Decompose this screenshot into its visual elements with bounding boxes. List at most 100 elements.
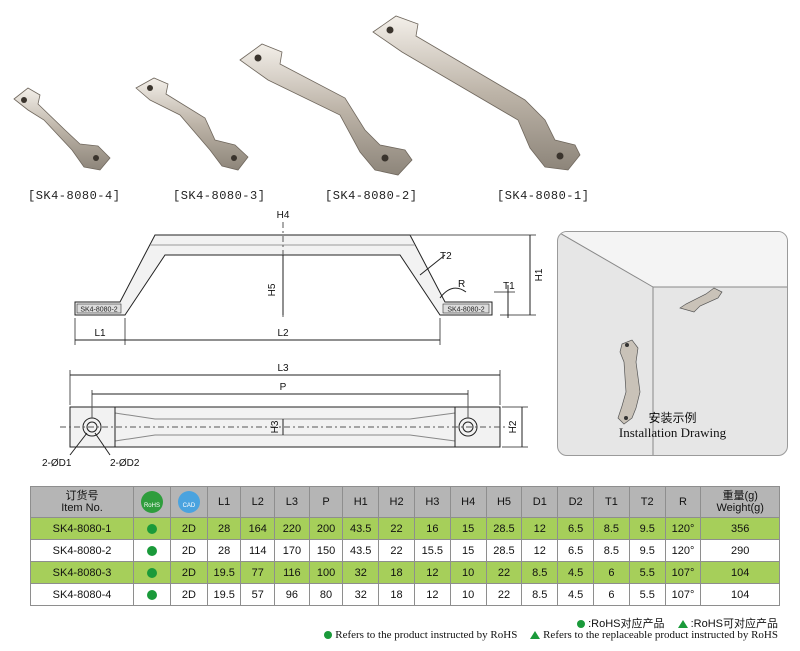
weight: 356	[700, 517, 780, 540]
dim-label-h2: H2	[508, 420, 519, 433]
cell: 77	[240, 561, 276, 584]
header-weight: 重量(g) Weight(g)	[700, 486, 780, 518]
engraving-plate	[442, 303, 490, 314]
table-row: SK4-8080-4 2D 19.5 57 96 80 32 18 12 10 …	[30, 583, 780, 606]
cell: 10	[449, 561, 487, 584]
cell: 96	[274, 583, 310, 606]
cell: 8.5	[521, 561, 559, 584]
legend-cn-tri: :RoHS可对应产品	[690, 618, 778, 630]
dim-label-h4: H4	[277, 210, 290, 221]
legend-en: Refers to the product instructed by RoHS…	[324, 629, 778, 641]
rohs-dot-icon	[146, 567, 157, 578]
rohs-dot-icon	[324, 631, 333, 640]
header-col: H2	[378, 486, 415, 518]
header-col: L2	[240, 486, 276, 518]
cell: 22	[485, 561, 523, 584]
header-col: R	[664, 486, 702, 518]
cell: 15.5	[413, 539, 451, 562]
handle-photo-sk4-8080-3	[135, 77, 249, 171]
cad-link[interactable]: 2D	[169, 517, 208, 540]
installation-title-en: Installation Drawing	[618, 425, 727, 440]
cell: 32	[342, 561, 380, 584]
cad-icon: CAD	[177, 491, 200, 513]
dim-label-l3: L3	[277, 363, 289, 374]
dim-label-l2: L2	[277, 328, 289, 339]
cell: 200	[308, 517, 344, 540]
cell: 10	[449, 583, 487, 606]
cell: 116	[274, 561, 310, 584]
cell: 12	[521, 517, 559, 540]
cad-link[interactable]: 2D	[169, 539, 208, 562]
rohs-dot-icon	[146, 523, 157, 534]
cad-link[interactable]: 2D	[169, 583, 208, 606]
installation-title-cn: 安装示例	[648, 411, 697, 425]
header-weight-cn: 重量(g)	[722, 490, 758, 502]
dim-label-l1: L1	[94, 328, 106, 339]
engraving-text: SK4-8080-2	[447, 307, 484, 314]
rohs-dot-icon	[146, 589, 157, 600]
cell: 170	[274, 539, 310, 562]
installation-drawing-panel: 安装示例 Installation Drawing	[557, 231, 788, 456]
cell: 6	[593, 583, 630, 606]
product-label: [SK4-8080-2]	[325, 189, 418, 203]
cell: 22	[485, 583, 523, 606]
cell: 8.5	[521, 583, 559, 606]
dim-label-h1: H1	[534, 268, 545, 281]
rohs-icon: RoHS	[140, 491, 163, 513]
cell: 28	[206, 517, 242, 540]
cell: 8.5	[593, 517, 630, 540]
header-item-no: 订货号 Item No.	[30, 486, 134, 518]
product-label: [SK4-8080-1]	[497, 189, 590, 203]
header-col: L3	[274, 486, 310, 518]
cell: 8.5	[593, 539, 630, 562]
technical-drawing: SK4-8080-2 SK4-8080-2 H4 H5 H1 T2 R T1 L…	[42, 210, 545, 469]
cell: 6.5	[557, 539, 594, 562]
dim-label-h3: H3	[270, 420, 281, 433]
cell: 19.5	[206, 583, 242, 606]
header-rohs: RoHS	[133, 486, 171, 518]
dim-label-t2: T2	[440, 251, 452, 262]
cell: 32	[342, 583, 380, 606]
rohs-triangle-icon	[530, 631, 541, 640]
cell: 12	[413, 583, 451, 606]
dim-label-r: R	[458, 279, 465, 290]
cell: 28.5	[485, 539, 523, 562]
cell: 12	[521, 539, 559, 562]
cell: 28	[206, 539, 242, 562]
item-no: SK4-8080-3	[30, 561, 134, 584]
cell: 6	[593, 561, 630, 584]
rohs-dot-icon	[577, 620, 586, 629]
cell: 19.5	[206, 561, 242, 584]
cell: 9.5	[628, 539, 666, 562]
cell: 80	[308, 583, 344, 606]
rohs-status	[133, 583, 171, 606]
cad-link[interactable]: 2D	[169, 561, 208, 584]
cell: 16	[413, 517, 451, 540]
header-item-cn: 订货号	[65, 490, 99, 502]
spec-table: 订货号 Item No. RoHS CAD L1 L2 L3 P H1 H2 H…	[30, 486, 780, 606]
header-weight-en: Weight(g)	[716, 502, 764, 514]
cell: 150	[308, 539, 344, 562]
header-col: H4	[449, 486, 487, 518]
cell: 22	[378, 517, 415, 540]
weight: 104	[700, 583, 780, 606]
handle-photo-sk4-8080-1	[372, 15, 581, 171]
cell: 9.5	[628, 517, 666, 540]
table-header-row: 订货号 Item No. RoHS CAD L1 L2 L3 P H1 H2 H…	[30, 486, 780, 518]
cell: 107°	[664, 561, 702, 584]
cell: 28.5	[485, 517, 523, 540]
rohs-status	[133, 517, 171, 540]
cell: 43.5	[342, 539, 380, 562]
header-col: D1	[521, 486, 559, 518]
engraving-plate	[76, 303, 122, 314]
cell: 164	[240, 517, 276, 540]
rohs-status	[133, 561, 171, 584]
cell: 5.5	[628, 561, 666, 584]
header-col: P	[308, 486, 344, 518]
item-no: SK4-8080-4	[30, 583, 134, 606]
item-no: SK4-8080-2	[30, 539, 134, 562]
legend-cn-dot: :RoHS对应产品	[588, 618, 665, 630]
cell: 18	[378, 583, 415, 606]
header-col: H1	[342, 486, 380, 518]
header-col: T1	[593, 486, 630, 518]
